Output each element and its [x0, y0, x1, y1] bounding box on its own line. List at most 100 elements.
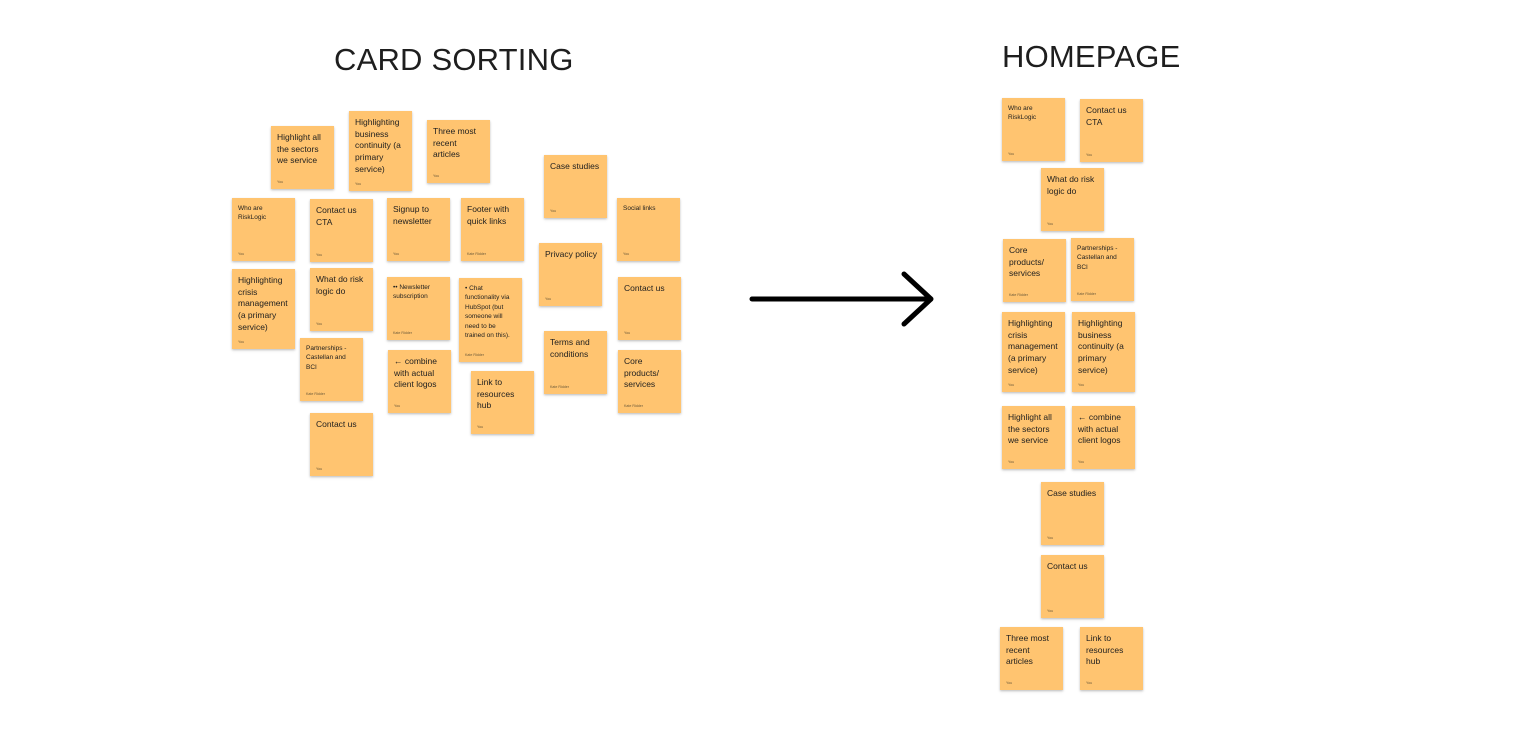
- sticky-note-text: Contact us: [316, 419, 357, 429]
- sticky-note-text: What do risk logic do: [1047, 174, 1095, 196]
- sticky-note-text: Contact us: [1047, 561, 1088, 571]
- sticky-note-text: ← combine with actual client logos: [394, 356, 437, 390]
- sticky-note-author: You: [433, 174, 440, 178]
- sticky-note-text: Link to resources hub: [1086, 633, 1124, 667]
- sticky-note[interactable]: Terms and conditions Kate Ridder: [544, 331, 607, 394]
- sticky-note-author: You: [1047, 222, 1054, 226]
- sticky-note-text: •• Newsletter subscription: [393, 284, 431, 301]
- sticky-note[interactable]: ← combine with actual client logos You: [388, 350, 451, 413]
- sticky-note[interactable]: Signup to newsletter You: [387, 198, 450, 261]
- sticky-note-author: You: [1008, 383, 1015, 387]
- sticky-note-text: Partnerships - Castellan and BCI: [306, 345, 347, 371]
- sticky-note[interactable]: Privacy policy You: [539, 243, 602, 306]
- sticky-note[interactable]: •• Newsletter subscription Kate Ridder: [387, 277, 450, 340]
- sticky-note[interactable]: Social links You: [617, 198, 680, 261]
- sticky-note-text: Three most recent articles: [433, 126, 476, 160]
- sticky-note-text: Highlighting business continuity (a prim…: [355, 117, 401, 174]
- homepage-title: HOMEPAGE: [1002, 39, 1181, 74]
- sticky-note-text: Highlighting crisis management (a primar…: [1008, 318, 1058, 375]
- sticky-note[interactable]: Contact us You: [618, 277, 681, 340]
- sticky-note[interactable]: ← combine with actual client logos You: [1072, 406, 1135, 469]
- sticky-note[interactable]: Three most recent articles You: [427, 120, 490, 183]
- sticky-note-text: Highlight all the sectors we service: [1008, 412, 1052, 446]
- sticky-note[interactable]: Highlight all the sectors we service You: [1002, 406, 1065, 469]
- sticky-note[interactable]: Highlighting crisis management (a primar…: [1002, 312, 1065, 392]
- sticky-note-author: You: [550, 209, 557, 213]
- sticky-note-text: Contact us: [624, 283, 665, 293]
- sticky-note[interactable]: Core products/ services Kate Ridder: [1003, 239, 1066, 302]
- sticky-note-author: Kate Ridder: [624, 404, 643, 408]
- sticky-note-text: Highlighting crisis management (a primar…: [238, 275, 288, 332]
- sticky-note-author: You: [1047, 536, 1054, 540]
- sticky-note[interactable]: • Chat functionality via HubSpot (but so…: [459, 278, 522, 362]
- sticky-note[interactable]: Contact us CTA You: [1080, 99, 1143, 162]
- sticky-note-author: You: [316, 253, 323, 257]
- sticky-note-text: Contact us CTA: [316, 205, 357, 227]
- card-sorting-title: CARD SORTING: [334, 42, 574, 77]
- sticky-note-author: You: [1008, 460, 1015, 464]
- sticky-note-author: Kate Ridder: [1009, 293, 1028, 297]
- sticky-note-author: You: [1078, 460, 1085, 464]
- sticky-note-text: Who are RiskLogic: [1008, 105, 1037, 122]
- sticky-note[interactable]: Core products/ services Kate Ridder: [618, 350, 681, 413]
- sticky-note-author: You: [1008, 152, 1015, 156]
- sticky-note-text: Link to resources hub: [477, 377, 515, 411]
- sticky-note[interactable]: Contact us You: [310, 413, 373, 476]
- sticky-note[interactable]: Three most recent articles You: [1000, 627, 1063, 690]
- sticky-note-text: Core products/ services: [1009, 245, 1044, 279]
- sticky-note-text: What do risk logic do: [316, 274, 364, 296]
- sticky-note[interactable]: Contact us CTA You: [310, 199, 373, 262]
- sticky-note[interactable]: Link to resources hub You: [471, 371, 534, 434]
- sticky-note-author: You: [1047, 609, 1054, 613]
- sticky-note[interactable]: Contact us You: [1041, 555, 1104, 618]
- sticky-note[interactable]: Highlighting business continuity (a prim…: [349, 111, 412, 191]
- sticky-note-text: Three most recent articles: [1006, 633, 1049, 667]
- sticky-note-author: You: [394, 404, 401, 408]
- sticky-note-text: Case studies: [550, 161, 600, 171]
- sticky-note[interactable]: Link to resources hub You: [1080, 627, 1143, 690]
- sticky-note-author: You: [277, 180, 284, 184]
- sticky-note-author: You: [238, 252, 245, 256]
- sticky-note-author: Kate Ridder: [306, 392, 325, 396]
- sticky-note-author: You: [316, 467, 323, 471]
- sticky-note-text: Partnerships - Castellan and BCI: [1077, 245, 1118, 271]
- sticky-note-author: You: [316, 322, 323, 326]
- sticky-note-author: Kate Ridder: [550, 385, 569, 389]
- sticky-note[interactable]: Who are RiskLogic You: [232, 198, 295, 261]
- sticky-note[interactable]: What do risk logic do You: [1041, 168, 1104, 231]
- sticky-note[interactable]: What do risk logic do You: [310, 268, 373, 331]
- sticky-note-author: You: [238, 340, 245, 344]
- sticky-note-text: Social links: [623, 205, 656, 212]
- sticky-note-author: You: [624, 331, 631, 335]
- sticky-note[interactable]: Case studies You: [1041, 482, 1104, 545]
- sticky-note-text: Privacy policy: [545, 249, 597, 259]
- sticky-note-text: Signup to newsletter: [393, 204, 432, 226]
- sticky-note[interactable]: Highlight all the sectors we service You: [271, 126, 334, 189]
- sticky-note-text: Footer with quick links: [467, 204, 510, 226]
- sticky-note-author: Kate Ridder: [467, 252, 486, 256]
- sticky-note-text: Who are RiskLogic: [238, 205, 267, 222]
- sticky-note[interactable]: Partnerships - Castellan and BCI Kate Ri…: [300, 338, 363, 401]
- sticky-note-author: Kate Ridder: [1077, 292, 1096, 296]
- sticky-note-author: You: [1078, 383, 1085, 387]
- sticky-note-author: You: [393, 252, 400, 256]
- sticky-note-text: Core products/ services: [624, 356, 659, 390]
- sticky-note-text: Highlight all the sectors we service: [277, 132, 321, 166]
- sticky-note[interactable]: Footer with quick links Kate Ridder: [461, 198, 524, 261]
- sticky-note[interactable]: Case studies You: [544, 155, 607, 218]
- sticky-note-text: Case studies: [1047, 488, 1097, 498]
- sticky-note[interactable]: Who are RiskLogic You: [1002, 98, 1065, 161]
- right-arrow-icon: [749, 271, 934, 327]
- sticky-note-author: You: [623, 252, 630, 256]
- sticky-note-author: You: [1006, 681, 1013, 685]
- sticky-note-text: Highlighting business continuity (a prim…: [1078, 318, 1124, 375]
- sticky-note-author: You: [477, 425, 484, 429]
- sticky-note-text: Terms and conditions: [550, 337, 590, 359]
- sticky-note[interactable]: Highlighting crisis management (a primar…: [232, 269, 295, 349]
- sticky-note-text: • Chat functionality via HubSpot (but so…: [465, 285, 510, 340]
- sticky-note-author: You: [1086, 153, 1093, 157]
- sticky-note-text: ← combine with actual client logos: [1078, 412, 1121, 446]
- sticky-note[interactable]: Highlighting business continuity (a prim…: [1072, 312, 1135, 392]
- sticky-note-author: You: [355, 182, 362, 186]
- sticky-note[interactable]: Partnerships - Castellan and BCI Kate Ri…: [1071, 238, 1134, 301]
